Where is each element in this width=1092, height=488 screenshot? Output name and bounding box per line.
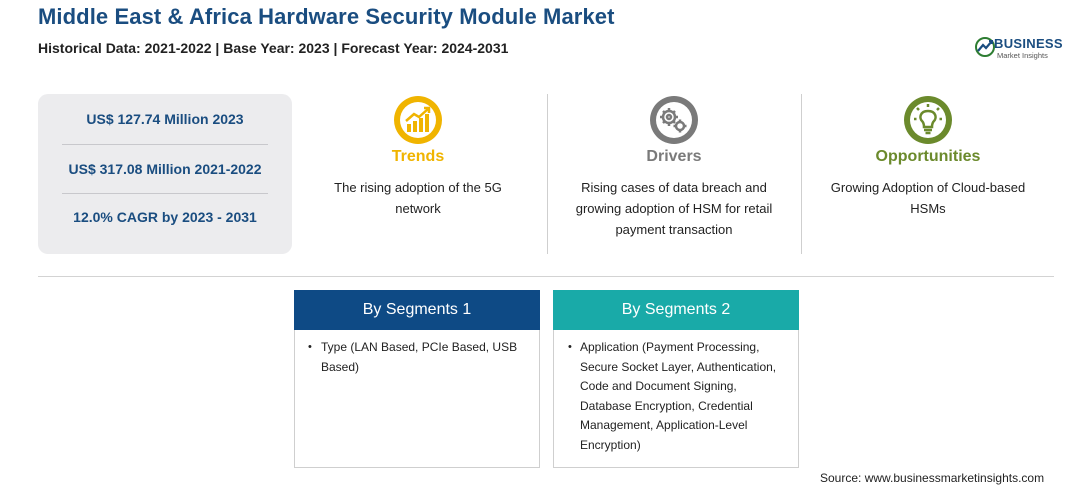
page-title: Middle East & Africa Hardware Security M… [38,4,615,29]
column-divider [801,94,802,254]
section-divider [38,276,1054,277]
segment-1-item: Type (LAN Based, PCIe Based, USB Based) [321,340,518,374]
column-divider [547,94,548,254]
segment-1-body: • Type (LAN Based, PCIe Based, USB Based… [295,338,539,377]
globe-logo-icon [975,37,995,57]
trends-text: The rising adoption of the 5G network [334,180,502,216]
page-subtitle: Historical Data: 2021-2022 | Base Year: … [38,40,509,56]
stat-divider [62,144,268,145]
brand-logo[interactable]: BUSINESS Market Insights [974,34,1064,62]
trends-heading: Trends [391,148,445,165]
opportunities-text: Growing Adoption of Cloud-based HSMs [830,180,1026,216]
segment-2-body: • Application (Payment Processing, Secur… [554,338,798,455]
trend-chart-icon [394,96,442,144]
stat-divider [62,193,268,194]
lightbulb-icon [904,96,952,144]
drivers-text: Rising cases of data breach and growing … [575,180,773,237]
segment-1-card: By Segments 1 • Type (LAN Based, PCIe Ba… [294,290,540,468]
segment-1-header: By Segments 1 [294,290,540,330]
stat-cagr: 12.0% CAGR by 2023 - 2031 [73,209,257,225]
gears-icon [650,96,698,144]
bullet-icon: • [308,341,312,353]
segment-2-card: By Segments 2 • Application (Payment Pro… [553,290,799,468]
opportunities-heading: Opportunities [875,148,981,165]
stat-market-size-2023: US$ 127.74 Million 2023 [86,111,244,127]
logo-subtext: Market Insights [997,51,1048,60]
logo-name: BUSINESS [994,36,1063,51]
drivers-heading: Drivers [646,148,702,165]
source-link[interactable]: Source: www.businessmarketinsights.com [820,471,1045,485]
segment-2-item: Application (Payment Processing, Secure … [580,340,777,452]
bullet-icon: • [568,341,572,353]
stats-panel: US$ 127.74 Million 2023 US$ 317.08 Milli… [38,94,292,254]
stat-market-size-historical: US$ 317.08 Million 2021-2022 [68,161,262,177]
segment-2-header: By Segments 2 [553,290,799,330]
